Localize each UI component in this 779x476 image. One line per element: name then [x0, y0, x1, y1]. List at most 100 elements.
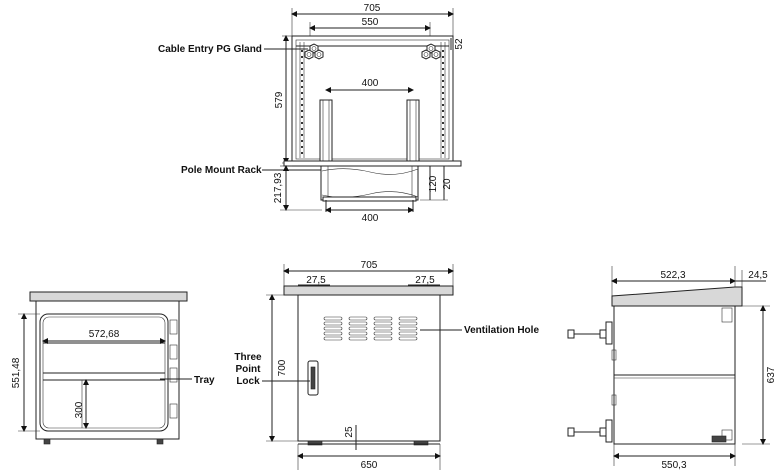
rack-hole: [301, 56, 303, 58]
rack-hole: [442, 122, 444, 124]
cable-gland-left: [304, 43, 324, 60]
rack-hole: [442, 80, 444, 82]
rack-hole: [442, 86, 444, 88]
vent-slot: [323, 316, 343, 321]
vent-slot: [373, 316, 393, 321]
rack-hole: [301, 134, 303, 136]
rack-hole: [301, 122, 303, 124]
rack-hole: [442, 92, 444, 94]
pole-bracket-right: [406, 99, 420, 165]
dim-inner-width: 572,68: [89, 329, 120, 340]
vent-slot: [398, 316, 418, 321]
rack-hole: [301, 152, 303, 154]
label-cable-entry: Cable Entry PG Gland: [158, 44, 262, 55]
dim-pole-spacing: 400: [362, 78, 379, 89]
rack-hole: [442, 50, 444, 52]
rack-hole: [301, 128, 303, 130]
vent-slot: [348, 321, 368, 326]
dim-front-foot: 25: [344, 426, 355, 438]
vent-slot: [398, 331, 418, 336]
vent-slot: [348, 331, 368, 336]
dim-rack-120: 120: [428, 175, 439, 192]
vent-slot: [373, 321, 393, 326]
top-view: 705 550: [158, 3, 465, 224]
dim-top-height: 579: [274, 91, 285, 108]
vent-slot: [373, 336, 393, 341]
vent-slot: [348, 326, 368, 331]
vent-slot: [373, 326, 393, 331]
rack-hole: [442, 128, 444, 130]
rack-hole: [301, 98, 303, 100]
dim-top-edge: 52: [454, 38, 465, 50]
rack-hole: [442, 74, 444, 76]
rack-hole: [442, 146, 444, 148]
three-point-lock: [307, 360, 319, 396]
side-view: 522,3 24,5 637: [567, 266, 777, 471]
dim-rack-height: 217,93: [273, 172, 284, 203]
dim-side-depth: 522,3: [660, 270, 685, 281]
rack-hole: [442, 134, 444, 136]
vent-slot: [348, 316, 368, 321]
dim-front-width: 705: [361, 260, 378, 271]
dim-side-height: 637: [766, 366, 777, 383]
rack-hole: [442, 116, 444, 118]
dim-gland-spacing: 550: [362, 17, 379, 28]
rack-hole: [301, 74, 303, 76]
front-closed-view: 705 27,5 27,5 700 Three Point Lock 25: [234, 260, 539, 471]
dim-side-base: 550,3: [661, 460, 686, 471]
front-open-view: 572,68 551,48 300 Tray: [11, 291, 215, 445]
dim-left-margin: 27,5: [306, 275, 326, 286]
rack-holes-right: [440, 42, 446, 158]
rack-hole: [301, 110, 303, 112]
rack-hole: [301, 68, 303, 70]
vent-slot: [348, 336, 368, 341]
rack-hole: [442, 110, 444, 112]
vent-slot: [373, 331, 393, 336]
label-ventilation: Ventilation Hole: [464, 325, 539, 336]
ventilation-holes: [323, 316, 418, 341]
pole-bracket-left: [319, 99, 333, 165]
rack-hole: [301, 146, 303, 148]
vent-slot: [323, 321, 343, 326]
label-tray: Tray: [194, 375, 215, 386]
dim-rack-bottom: 400: [362, 213, 379, 224]
rack-hole: [442, 56, 444, 58]
pole-clamp-bottom: [567, 419, 613, 443]
rack-hole: [442, 152, 444, 154]
dim-side-lip: 24,5: [748, 270, 768, 281]
rack-hole: [301, 62, 303, 64]
rack-hole: [301, 116, 303, 118]
cable-gland-right: [421, 43, 441, 60]
dim-rack-20: 20: [442, 178, 453, 190]
pole-mount-rack: [320, 165, 419, 212]
dim-right-margin: 27,5: [415, 275, 435, 286]
rack-hole: [442, 140, 444, 142]
vent-slot: [323, 331, 343, 336]
rack-hole: [442, 98, 444, 100]
rack-hole: [301, 104, 303, 106]
side-bracket: [169, 319, 178, 419]
label-lock-2: Point: [236, 364, 262, 375]
label-pole-mount: Pole Mount Rack: [181, 165, 262, 176]
vent-slot: [323, 326, 343, 331]
dim-tray-height: 300: [74, 401, 85, 418]
dim-front-base: 650: [361, 460, 378, 471]
vent-slot: [398, 326, 418, 331]
label-lock-1: Three: [234, 352, 262, 363]
rack-hole: [442, 68, 444, 70]
rack-holes-left: [299, 42, 305, 158]
vent-slot: [398, 336, 418, 341]
rack-hole: [301, 92, 303, 94]
dim-top-width: 705: [364, 3, 381, 14]
rack-hole: [442, 62, 444, 64]
dim-front-height: 700: [277, 359, 288, 376]
vent-slot: [323, 336, 343, 341]
rack-hole: [301, 86, 303, 88]
label-lock-3: Lock: [236, 376, 260, 387]
vent-slot: [398, 321, 418, 326]
rack-hole: [301, 140, 303, 142]
dim-inner-height: 551,48: [11, 357, 22, 388]
rack-hole: [301, 50, 303, 52]
pole-clamp-top: [567, 321, 613, 345]
